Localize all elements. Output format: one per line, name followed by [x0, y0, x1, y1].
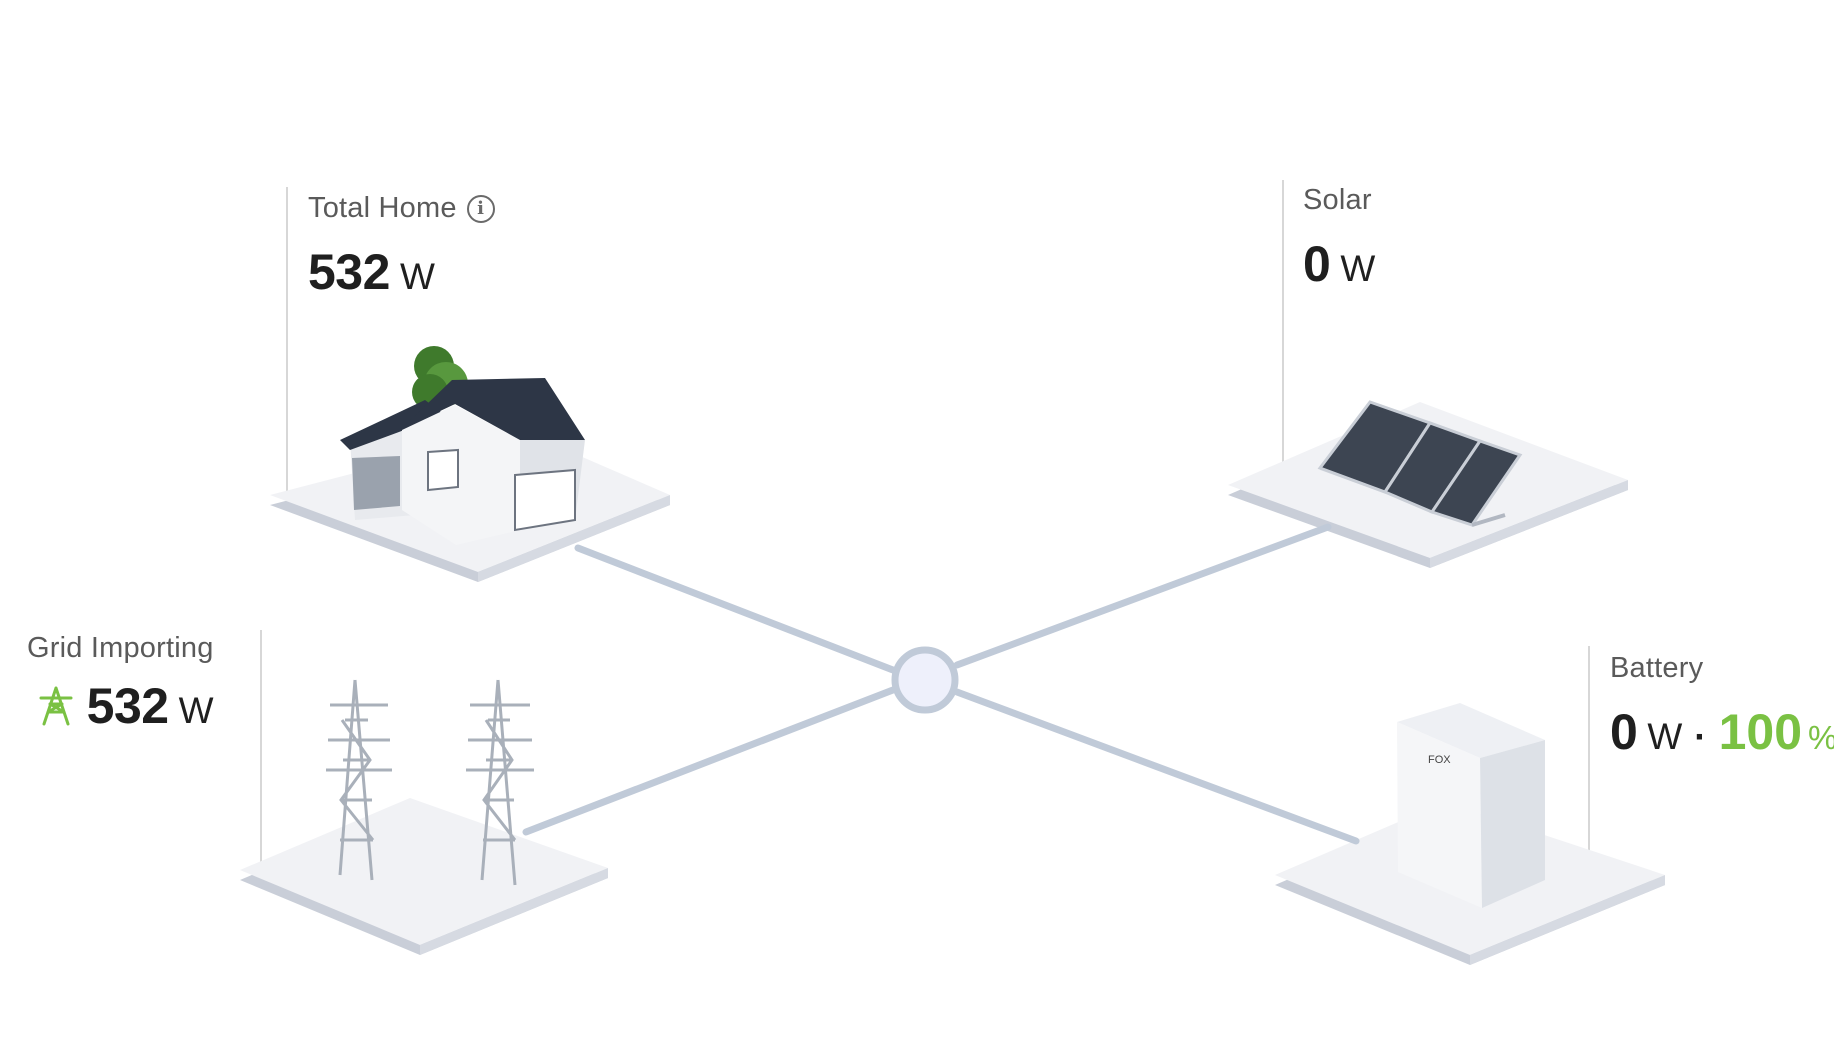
battery-flow-line	[953, 688, 1360, 845]
solar-panel-image	[1317, 400, 1523, 527]
home-title: Total Home	[308, 192, 457, 224]
solar-power-unit: W	[1340, 248, 1376, 289]
grid-label-block: Grid Importing 532 W	[27, 632, 214, 735]
solar-flow-line	[953, 523, 1332, 669]
value-separator: ·	[1694, 716, 1707, 757]
battery-image: FOX	[1397, 703, 1545, 908]
center-hub	[891, 646, 959, 714]
battery-power-unit: W	[1647, 716, 1683, 757]
grid-power-value: 532	[86, 678, 169, 734]
battery-title: Battery	[1610, 652, 1704, 684]
solar-label-block: Solar 0 W	[1303, 184, 1375, 293]
home-power-unit: W	[399, 256, 435, 297]
battery-charge-unit: %	[1808, 719, 1834, 757]
solar-title: Solar	[1303, 184, 1372, 216]
battery-label-block: Battery 0 W · 100 %	[1610, 652, 1834, 761]
home-flow-line	[574, 544, 897, 674]
grid-import-icon	[39, 686, 73, 726]
battery-charge-value: 100	[1718, 704, 1803, 760]
flow-lines	[522, 523, 1360, 845]
home-label-block: Total Home i 532 W	[308, 192, 495, 301]
grid-power-unit: W	[178, 690, 214, 731]
grid-flow-line	[522, 686, 897, 836]
solar-power-value: 0	[1303, 236, 1331, 292]
svg-text:FOX: FOX	[1428, 754, 1451, 766]
power-towers-image	[326, 679, 534, 886]
grid-platform	[240, 798, 608, 955]
info-icon[interactable]: i	[466, 194, 495, 223]
battery-power-value: 0	[1610, 704, 1638, 760]
grid-title: Grid Importing	[27, 632, 214, 664]
house-image	[340, 346, 585, 545]
home-power-value: 532	[308, 244, 390, 300]
